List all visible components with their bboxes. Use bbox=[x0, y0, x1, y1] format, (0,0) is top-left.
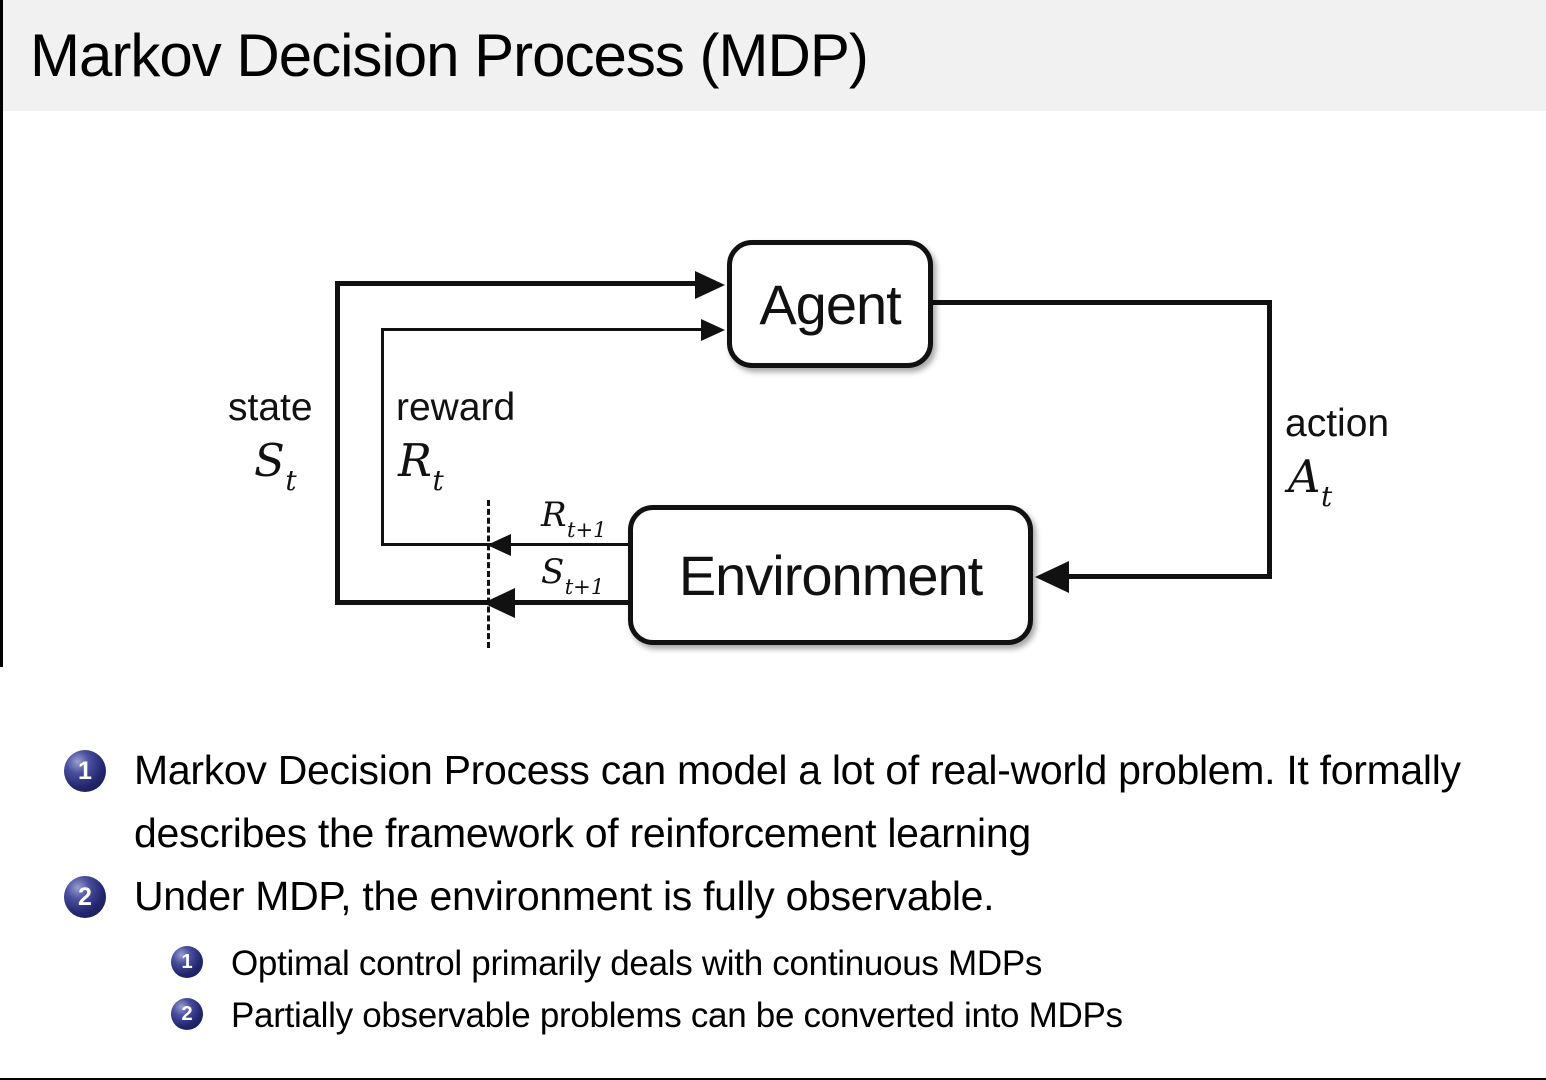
bullet-2-text: Under MDP, the environment is fully obse… bbox=[134, 873, 995, 919]
state-arrowhead-into-agent-icon bbox=[695, 271, 725, 299]
next-reward-arrowhead-icon bbox=[487, 534, 511, 556]
bottom-frame-edge bbox=[0, 1078, 1546, 1080]
state-label: state bbox=[228, 386, 313, 429]
reward-symbol: Rt bbox=[398, 434, 444, 498]
time-step-dashed-line bbox=[487, 500, 490, 648]
sub-bullet-2-text: Partially observable problems can be con… bbox=[231, 996, 1123, 1035]
state-loop-bottom-line bbox=[335, 600, 628, 605]
next-reward-symbol: Rt+1 bbox=[541, 495, 607, 542]
bullet-1-ball: 1 bbox=[64, 750, 106, 792]
next-state-symbol: St+1 bbox=[541, 552, 605, 599]
action-loop-top-line bbox=[933, 300, 1272, 305]
reward-loop-vertical-line bbox=[381, 328, 384, 545]
bullet-2-ball: 2 bbox=[64, 876, 106, 918]
action-arrowhead-into-environment-icon bbox=[1035, 561, 1069, 593]
action-loop-vertical-line bbox=[1267, 300, 1272, 577]
reward-loop-top-line bbox=[381, 328, 701, 331]
action-label: action bbox=[1285, 402, 1390, 445]
reward-arrowhead-into-agent-icon bbox=[701, 319, 725, 341]
agent-label: Agent bbox=[759, 272, 901, 336]
state-loop-vertical-line bbox=[335, 281, 340, 605]
agent-box: Agent bbox=[727, 240, 933, 368]
environment-box: Environment bbox=[628, 505, 1033, 645]
action-loop-bottom-line bbox=[1063, 574, 1272, 579]
left-frame-edge bbox=[0, 0, 3, 667]
action-symbol: At bbox=[1288, 450, 1333, 514]
title-band bbox=[0, 0, 1546, 111]
bullet-1-text: Markov Decision Process can model a lot … bbox=[134, 747, 1461, 856]
environment-label: Environment bbox=[678, 543, 983, 607]
reward-label: reward bbox=[396, 386, 516, 429]
sub-bullet-1-ball: 1 bbox=[171, 946, 203, 978]
state-loop-top-line bbox=[335, 281, 695, 286]
sub-bullet-2-ball: 2 bbox=[171, 998, 203, 1030]
next-state-arrowhead-icon bbox=[483, 588, 515, 618]
state-symbol: St bbox=[254, 434, 297, 498]
sub-bullet-1-text: Optimal control primarily deals with con… bbox=[231, 944, 1043, 983]
page-title: Markov Decision Process (MDP) bbox=[30, 22, 869, 89]
